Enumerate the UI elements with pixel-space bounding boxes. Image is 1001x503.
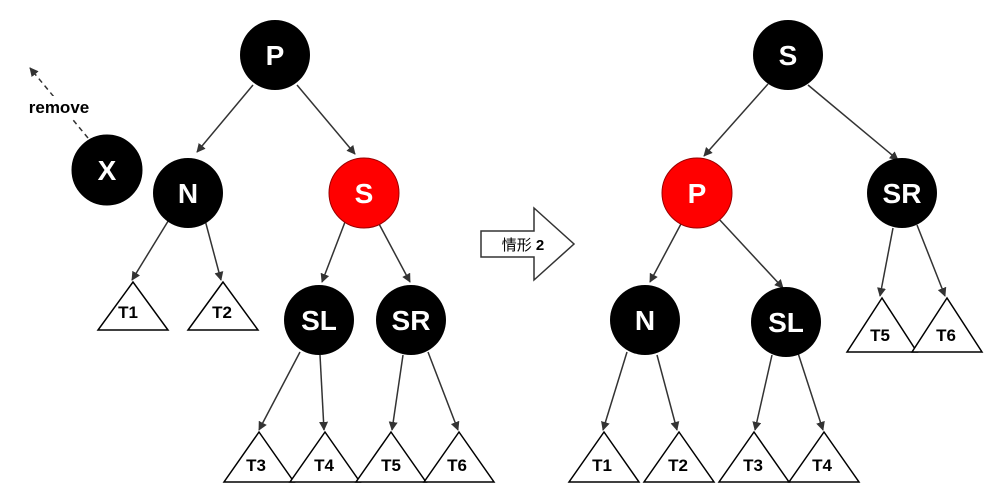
edge-p-n-after xyxy=(649,221,683,283)
node-sl-label: SL xyxy=(301,305,337,336)
subtree-t5-after-label: T5 xyxy=(870,326,890,345)
edge-sl-t4-after xyxy=(797,352,825,431)
node-x xyxy=(71,134,143,206)
node-n xyxy=(153,158,223,228)
node-n-label: N xyxy=(178,178,198,209)
edge-n-t1-after xyxy=(601,351,628,431)
node-n-after-label: N xyxy=(635,305,655,336)
edge-p-n xyxy=(196,84,254,153)
subtree-t2-after xyxy=(642,430,716,483)
transition-arrow: 情形 2 xyxy=(480,206,576,282)
subtree-t3-after xyxy=(717,430,791,483)
subtree-t1-after-label: T1 xyxy=(592,456,612,475)
edge-p-s xyxy=(296,84,356,155)
block-arrow-shape xyxy=(480,206,576,282)
edge-p-sl-after xyxy=(717,217,784,289)
subtree-t5 xyxy=(354,430,428,483)
transition-label-number: 2 xyxy=(536,237,544,254)
subtree-t3-label: T3 xyxy=(246,456,266,475)
subtree-t6-after-label: T6 xyxy=(936,326,956,345)
edge-n-t1 xyxy=(131,217,171,281)
transition-label-text: 情形 xyxy=(502,237,532,254)
subtree-t1 xyxy=(96,280,170,331)
node-sl-after-label: SL xyxy=(768,307,804,338)
subtree-t1-label: T1 xyxy=(118,303,138,322)
after-edges xyxy=(601,83,947,431)
node-sr xyxy=(376,285,446,355)
subtree-t4-after xyxy=(787,430,861,483)
after-subtrees xyxy=(567,296,984,483)
edge-sr-t5 xyxy=(388,354,404,431)
node-s-label: S xyxy=(355,178,374,209)
edge-s-sr-after xyxy=(807,84,899,161)
edge-sl-t3-after xyxy=(752,354,773,431)
edge-sr-t6-after xyxy=(916,224,947,297)
node-s-after xyxy=(753,20,823,90)
subtree-t4-label: T4 xyxy=(314,456,334,475)
node-sr-after xyxy=(867,158,937,228)
after-tree: S P SR N SL T5 T6 T1 T2 T3 T4 xyxy=(567,20,984,483)
edge-s-p xyxy=(703,83,769,157)
edge-sr-t5-after xyxy=(877,227,894,297)
node-p-label: P xyxy=(266,40,285,71)
subtree-t5-after xyxy=(845,296,919,353)
subtree-t1-after xyxy=(567,430,641,483)
before-tree: remove X P N S SL SR T1 T2 T3 T4 T5 T6 xyxy=(22,20,496,483)
remove-label: remove xyxy=(29,98,89,117)
edge-sr-t6 xyxy=(427,351,460,431)
node-n-after xyxy=(610,285,680,355)
node-x-label: X xyxy=(98,155,117,186)
node-s-after-label: S xyxy=(779,40,798,71)
subtree-t2-label: T2 xyxy=(212,303,232,322)
edge-n-t2-after xyxy=(656,354,680,431)
subtree-t5-label: T5 xyxy=(381,456,401,475)
node-p xyxy=(240,20,310,90)
node-sr-after-label: SR xyxy=(883,178,922,209)
before-subtrees xyxy=(96,280,496,483)
node-sl-after xyxy=(751,287,821,357)
edge-n-t2 xyxy=(204,219,224,281)
subtree-t2 xyxy=(186,280,260,331)
transition-label: 情形 2 xyxy=(502,237,545,254)
node-sr-label: SR xyxy=(392,305,431,336)
subtree-t2-after-label: T2 xyxy=(668,456,688,475)
before-edges xyxy=(131,84,460,431)
node-p-after-red xyxy=(661,157,733,229)
edge-s-sl xyxy=(320,221,346,283)
subtree-t6-label: T6 xyxy=(447,456,467,475)
subtree-t3-after-label: T3 xyxy=(743,456,763,475)
subtree-t4-after-label: T4 xyxy=(812,456,832,475)
node-sl xyxy=(284,285,354,355)
edge-sl-t4 xyxy=(319,354,329,431)
node-s-red xyxy=(328,157,400,229)
edge-s-sr xyxy=(377,221,411,283)
remove-annotation: remove X xyxy=(22,67,143,206)
subtree-t4 xyxy=(288,430,362,483)
subtree-t6-after xyxy=(910,296,984,353)
node-p-after-label: P xyxy=(688,178,707,209)
edge-sl-t3 xyxy=(258,351,301,431)
subtree-t6 xyxy=(422,430,496,483)
subtree-t3 xyxy=(222,430,296,483)
